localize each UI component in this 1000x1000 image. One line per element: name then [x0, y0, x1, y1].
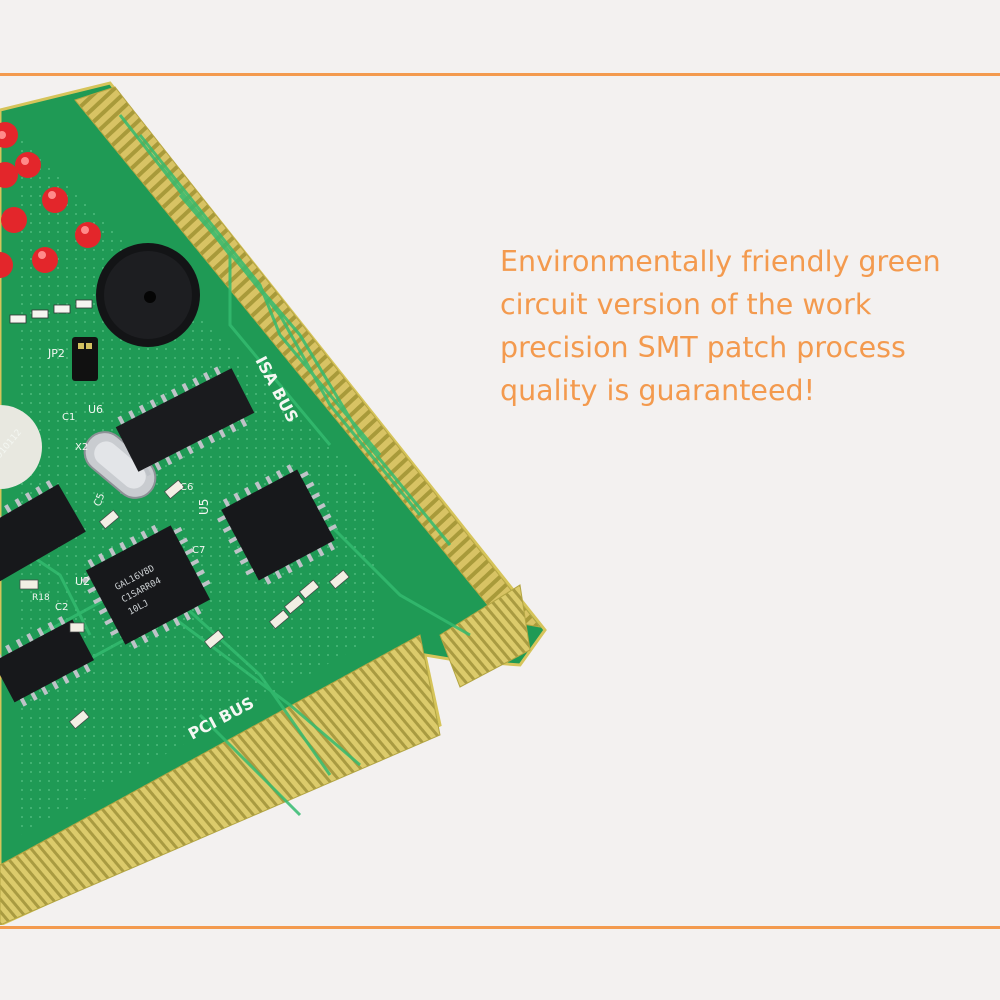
r18-label: R18 [32, 593, 50, 603]
c2-label: C2 [55, 602, 68, 613]
chip-bottom-left [0, 616, 95, 707]
caption-line-3: precision SMT patch process [500, 331, 906, 364]
jp2-label: JP2 [47, 347, 65, 360]
c1-label: C1 [62, 412, 75, 423]
c6-label: C6 [180, 482, 193, 493]
buzzer [96, 243, 200, 347]
c5-label: C5 [92, 492, 107, 508]
chip-u6 [115, 366, 255, 477]
pcb-board-illustration: 0910112 [0, 81, 547, 925]
chip-left [0, 480, 86, 582]
pci-gold-contacts [0, 634, 441, 925]
bottom-divider [0, 926, 1000, 929]
pcb-traces [0, 114, 471, 817]
caption-line-2: circuit version of the work [500, 288, 872, 321]
pci-gold-contacts-small [439, 584, 531, 688]
caption-line-1: Environmentally friendly green [500, 245, 941, 278]
top-divider [0, 73, 1000, 76]
c7-label: C7 [192, 545, 205, 556]
u5-label: U5 [197, 499, 211, 515]
caption-line-4: quality is guaranteed! [500, 374, 816, 407]
red-led-array [0, 122, 101, 278]
isa-gold-contacts [74, 86, 542, 628]
u2-label: U2 [75, 575, 90, 588]
resistor-row [9, 299, 93, 324]
jumper-header [72, 337, 98, 381]
pcb-product-photo: 0910112 [0, 75, 560, 925]
feature-caption: Environmentally friendly green circuit v… [500, 240, 970, 412]
round-sticker [0, 405, 42, 489]
u6-label: U6 [88, 403, 103, 416]
chip-u2: GAL16V8D C1SARR04 10LJ [81, 524, 211, 649]
x2-label: X2 [75, 442, 88, 453]
smd-components [19, 479, 350, 730]
chip-u5 [217, 464, 338, 585]
